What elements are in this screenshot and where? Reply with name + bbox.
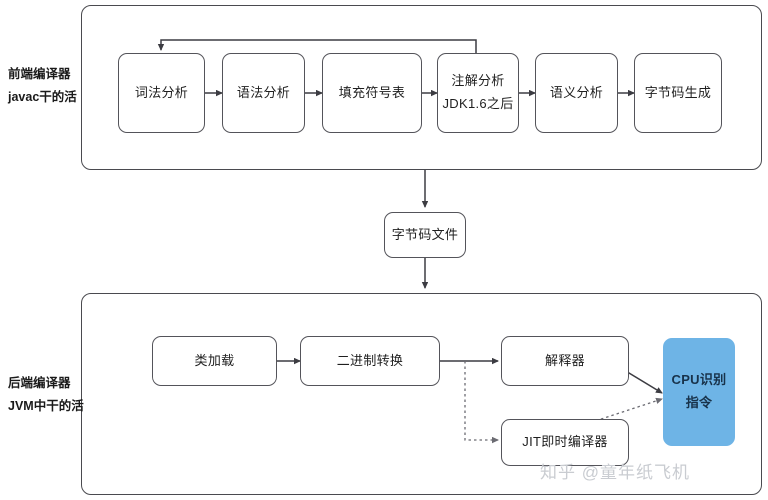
node-annotation-analysis-label: 注解分析 <box>451 73 505 89</box>
frontend-group-panel <box>81 5 762 170</box>
node-class-loading-label: 类加载 <box>194 352 235 368</box>
node-annotation-analysis[interactable]: 注解分析 JDK1.6之后 <box>437 53 519 133</box>
node-binary-conversion-label: 二进制转换 <box>336 352 404 368</box>
node-cpu-instruction-label-line2: 指令 <box>685 395 713 410</box>
backend-group-label-line1: 后端编译器 <box>8 376 71 390</box>
node-bytecode-file[interactable]: 字节码文件 <box>384 212 466 258</box>
node-jit-compiler[interactable]: JIT即时编译器 <box>501 419 629 466</box>
backend-group-panel <box>81 293 762 495</box>
node-binary-conversion[interactable]: 二进制转换 <box>300 336 440 386</box>
node-fill-symbol-table[interactable]: 填充符号表 <box>322 53 422 133</box>
node-bytecode-generation[interactable]: 字节码生成 <box>634 53 722 133</box>
node-interpreter[interactable]: 解释器 <box>501 336 629 386</box>
node-cpu-instruction[interactable]: CPU识别 指令 <box>663 338 735 446</box>
node-bytecode-file-label: 字节码文件 <box>391 226 459 242</box>
backend-group-label: 后端编译器 JVM中干的活 <box>8 372 84 417</box>
node-semantic-analysis[interactable]: 语义分析 <box>535 53 618 133</box>
frontend-group-label: 前端编译器 javac干的活 <box>8 63 77 108</box>
watermark: 知乎 @童年纸飞机 <box>540 463 690 482</box>
frontend-group-label-line2: javac干的活 <box>8 89 77 104</box>
backend-group-label-line2: JVM中干的活 <box>8 398 84 413</box>
node-semantic-analysis-label: 语义分析 <box>549 84 604 100</box>
node-syntax-analysis-label: 语法分析 <box>236 84 291 100</box>
node-syntax-analysis[interactable]: 语法分析 <box>222 53 305 133</box>
node-fill-symbol-table-label: 填充符号表 <box>338 84 406 100</box>
node-class-loading[interactable]: 类加载 <box>152 336 277 386</box>
frontend-group-label-line1: 前端编译器 <box>8 67 71 81</box>
node-interpreter-label: 解释器 <box>545 352 585 368</box>
node-annotation-analysis-sublabel: JDK1.6之后 <box>442 96 514 111</box>
node-bytecode-generation-label: 字节码生成 <box>644 84 712 100</box>
node-jit-compiler-label: JIT即时编译器 <box>522 434 608 450</box>
node-cpu-instruction-label-line1: CPU识别 <box>671 372 727 388</box>
node-lexical-analysis-label: 词法分析 <box>134 84 189 100</box>
node-lexical-analysis[interactable]: 词法分析 <box>118 53 205 133</box>
